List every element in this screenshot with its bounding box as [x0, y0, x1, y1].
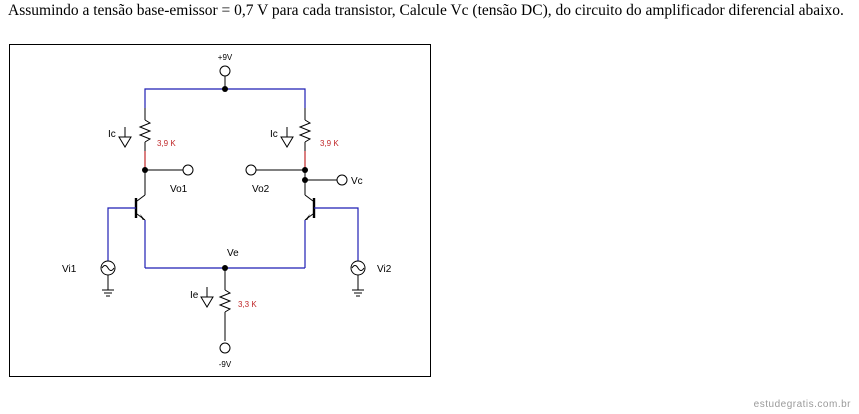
wire-left-base — [107, 207, 136, 262]
label-input-vi1: Vi1 — [62, 264, 77, 275]
label-output-vo2: Vo2 — [252, 184, 270, 195]
label-output-vc: Vc — [351, 176, 363, 187]
source-vi2 — [350, 260, 366, 290]
resistor-emitter — [218, 268, 232, 341]
transistor-left — [134, 170, 146, 268]
figure-frame — [9, 44, 431, 377]
label-node-ve: Ve — [227, 248, 239, 259]
label-resistor-right: 3,9 K — [320, 139, 339, 148]
question-line-2: diferencial abaixo. — [728, 2, 844, 19]
terminal-output-vo2 — [245, 164, 308, 176]
wire-right-base — [314, 207, 359, 262]
ground-icon-vi1 — [101, 289, 115, 297]
arrow-current-right — [280, 126, 294, 148]
resistor-left-collector — [138, 108, 152, 151]
label-positive-supply: +9V — [218, 53, 233, 62]
question-line-1: Assumindo a tensão base-emissor = 0,7 V … — [8, 2, 725, 19]
label-current-left: Ic — [108, 129, 116, 140]
ground-icon-vi2 — [351, 289, 365, 297]
label-current-emitter: Ie — [190, 290, 199, 301]
label-negative-supply: -9V — [219, 360, 232, 369]
terminal-positive-supply — [219, 65, 231, 89]
label-resistor-emitter: 3,3 K — [238, 300, 257, 309]
wire-top-rail — [144, 86, 306, 108]
label-resistor-left: 3,9 K — [157, 139, 176, 148]
watermark: estudegratis.com.br — [753, 399, 851, 410]
arrow-current-emitter — [200, 286, 214, 308]
terminal-output-vo1 — [142, 164, 194, 176]
source-vi1 — [100, 260, 116, 290]
terminal-negative-supply — [219, 342, 231, 354]
arrow-current-left — [118, 126, 132, 148]
transistor-right — [304, 180, 316, 268]
label-input-vi2: Vi2 — [377, 264, 392, 275]
label-output-vo1: Vo1 — [170, 184, 188, 195]
terminal-output-vc — [302, 170, 348, 186]
resistor-right-collector — [298, 108, 312, 151]
label-current-right: Ic — [270, 129, 278, 140]
question-text: Assumindo a tensão base-emissor = 0,7 V … — [8, 3, 851, 19]
